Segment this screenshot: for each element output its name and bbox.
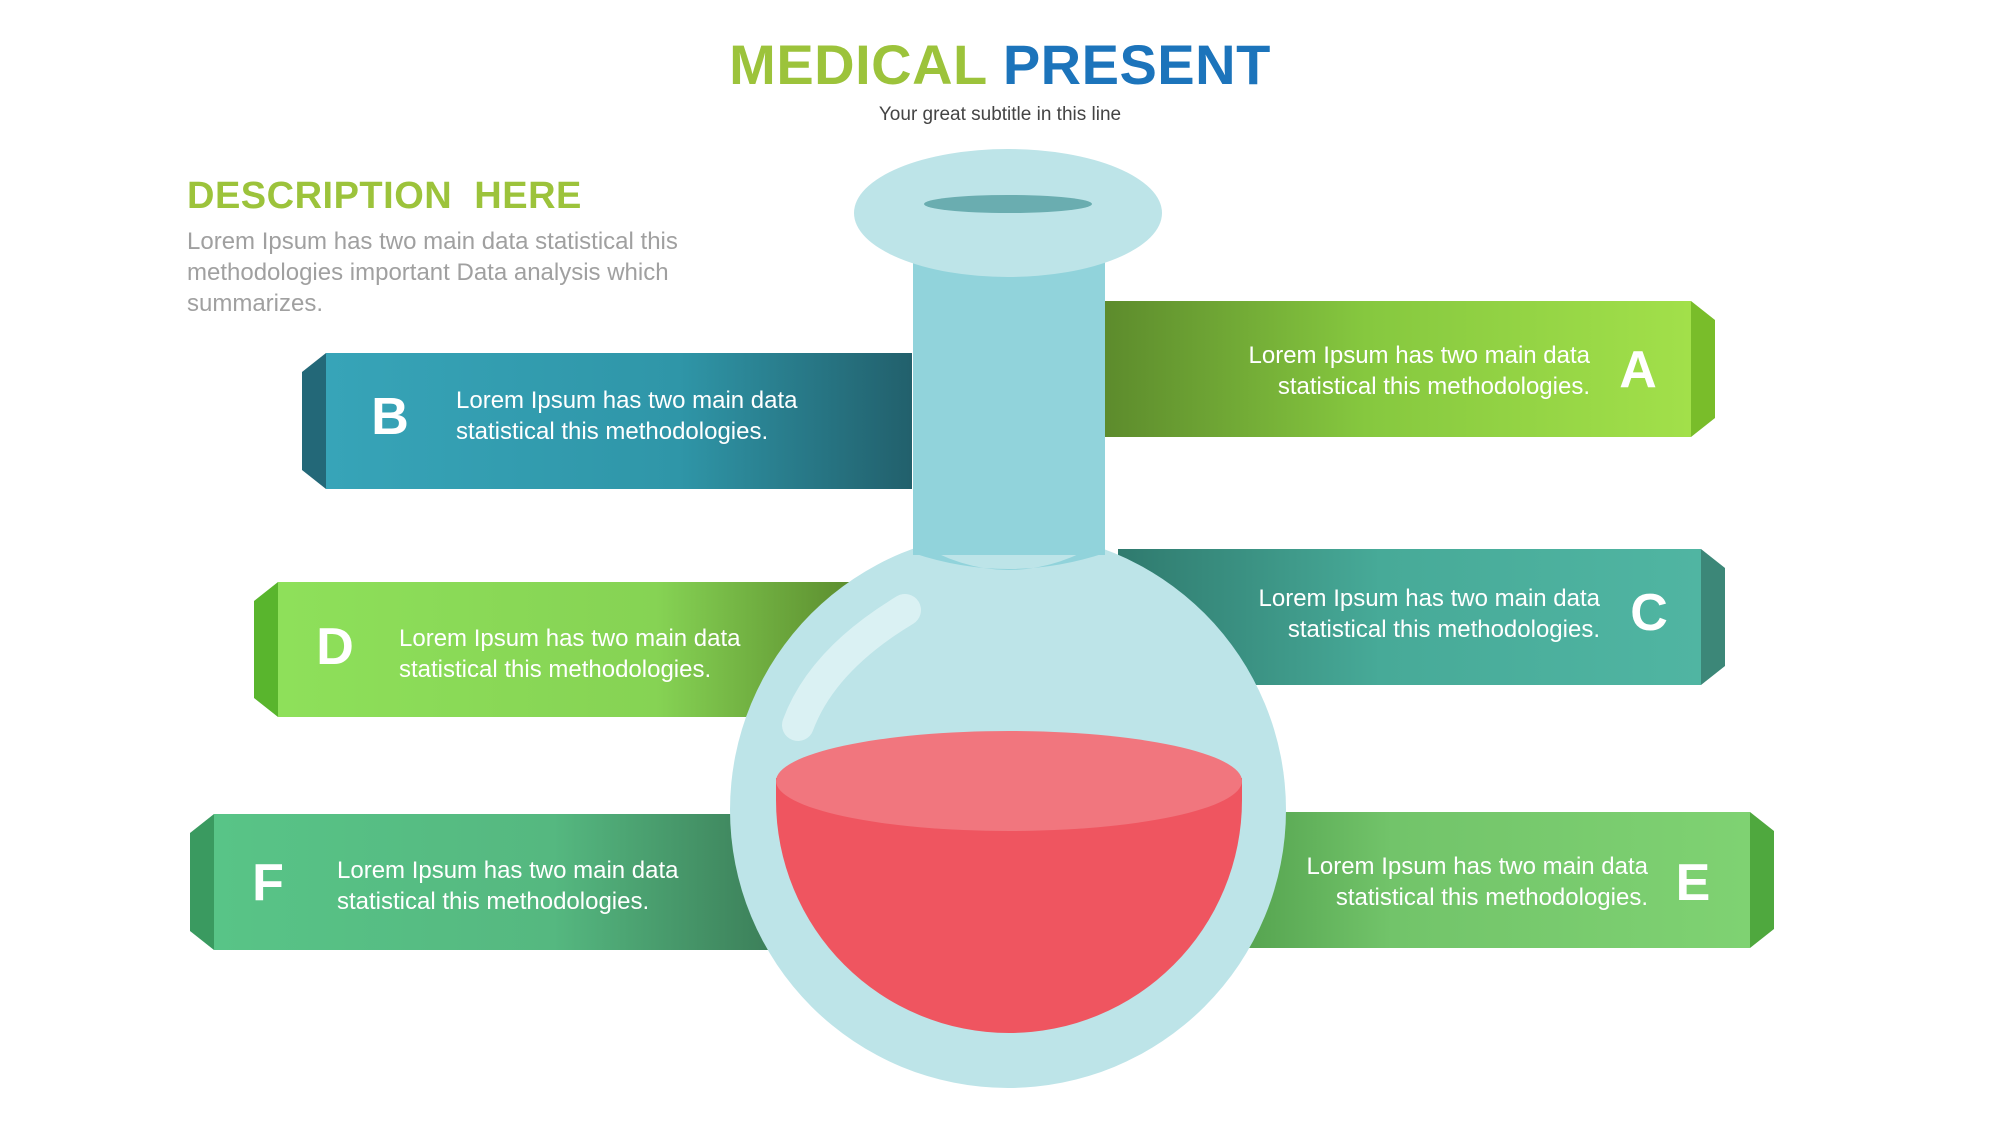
description-title: DESCRIPTION HERE bbox=[187, 175, 582, 217]
panel-d-text-line-1: Lorem Ipsum has two main data bbox=[399, 625, 741, 652]
panel-f-text-line-1: Lorem Ipsum has two main data bbox=[337, 857, 679, 884]
panel-f-body bbox=[214, 814, 780, 950]
flask-highlight bbox=[782, 594, 921, 741]
flask-liquid bbox=[776, 778, 1242, 1033]
flask-neck-base bbox=[913, 540, 1105, 570]
panel-d bbox=[254, 582, 860, 717]
panel-c-edge bbox=[1701, 549, 1725, 685]
page-title: MEDICAL PRESENT bbox=[0, 32, 2000, 98]
panel-e-edge bbox=[1750, 812, 1774, 948]
panel-a-edge bbox=[1691, 301, 1715, 437]
panel-b-text-line-2: statistical this methodologies. bbox=[456, 418, 769, 445]
panel-a-text-line-1: Lorem Ipsum has two main data bbox=[1248, 342, 1591, 369]
panel-d-edge bbox=[254, 582, 278, 717]
panel-c-text-line-1: Lorem Ipsum has two main data bbox=[1258, 585, 1601, 612]
panel-f-text: Lorem Ipsum has two main data statistica… bbox=[337, 855, 679, 917]
panel-f-text-line-2: statistical this methodologies. bbox=[337, 888, 650, 915]
panel-c-text-line-2: statistical this methodologies. bbox=[1287, 616, 1600, 643]
panel-f-letter: F bbox=[252, 854, 284, 912]
panel-c bbox=[1118, 549, 1725, 685]
flask-opening bbox=[924, 195, 1092, 213]
panel-b-edge bbox=[302, 353, 326, 489]
panel-d-letter: D bbox=[316, 618, 354, 676]
page-subtitle: Your great subtitle in this line bbox=[878, 104, 1122, 125]
panel-e-letter: E bbox=[1675, 854, 1711, 912]
panel-d-body bbox=[278, 582, 860, 717]
panel-a-body bbox=[1100, 301, 1691, 437]
panel-d-text-line-2: statistical this methodologies. bbox=[399, 656, 712, 683]
panel-e-text-line-1: Lorem Ipsum has two main data bbox=[1306, 853, 1649, 880]
panel-d-text: Lorem Ipsum has two main data statistica… bbox=[399, 623, 741, 685]
flask-liquid-surface bbox=[776, 731, 1242, 831]
panel-f bbox=[190, 814, 780, 950]
panel-c-letter: C bbox=[1630, 584, 1668, 642]
panel-a-letter: A bbox=[1619, 341, 1657, 399]
panel-b bbox=[302, 353, 912, 489]
panel-b-text-line-1: Lorem Ipsum has two main data bbox=[456, 387, 798, 414]
panel-e-body bbox=[1200, 812, 1750, 948]
panel-f-edge bbox=[190, 814, 214, 950]
title-part-2: PRESENT bbox=[1002, 33, 1271, 96]
panel-c-body bbox=[1118, 549, 1701, 685]
panel-a-text: Lorem Ipsum has two main data statistica… bbox=[1180, 340, 1591, 402]
title-part-1: MEDICAL bbox=[729, 33, 987, 96]
flask-neck bbox=[913, 260, 1105, 555]
panel-c-text: Lorem Ipsum has two main data statistica… bbox=[1190, 583, 1601, 645]
description-block: DESCRIPTION HERE Lorem Ipsum has two mai… bbox=[187, 175, 747, 319]
panel-b-body bbox=[326, 353, 912, 489]
panel-a bbox=[1100, 301, 1715, 437]
flask bbox=[730, 149, 1286, 1088]
description-body: Lorem Ipsum has two main data statistica… bbox=[187, 228, 678, 317]
panel-b-text: Lorem Ipsum has two main data statistica… bbox=[456, 385, 798, 447]
panel-e bbox=[1200, 812, 1774, 948]
panel-a-text-line-2: statistical this methodologies. bbox=[1277, 373, 1590, 400]
panel-b-letter: B bbox=[371, 388, 409, 446]
panel-e-text: Lorem Ipsum has two main data statistica… bbox=[1238, 851, 1649, 913]
header: MEDICAL PRESENT Your great subtitle in t… bbox=[0, 32, 2000, 126]
panel-e-text-line-2: statistical this methodologies. bbox=[1335, 884, 1648, 911]
